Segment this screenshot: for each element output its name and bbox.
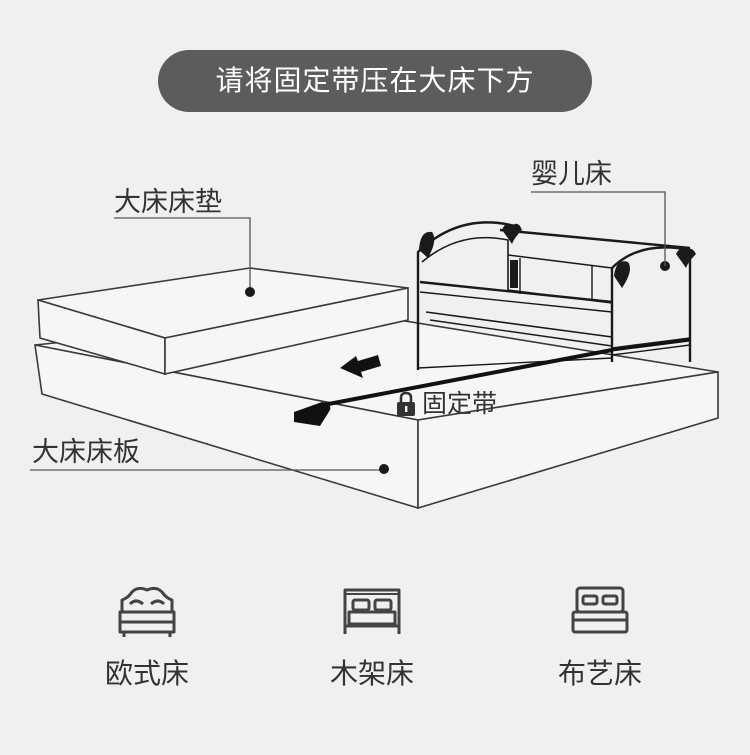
instruction-banner: 请将固定带压在大床下方 [158, 50, 592, 112]
direction-arrow [340, 355, 381, 378]
mattress-pointer-dot [245, 287, 255, 297]
bed-type-european: 欧式床 [77, 582, 217, 690]
european-bed-icon [118, 586, 176, 637]
leader-lines [30, 191, 666, 471]
bed-type-fabric: 布艺床 [530, 582, 670, 690]
bed-installation-diagram [30, 191, 719, 510]
mattress-drawing [37, 267, 409, 376]
bed-type-label: 欧式床 [104, 657, 189, 690]
lock-icon [397, 391, 415, 416]
crib-label: 婴儿床 [531, 159, 612, 190]
bed-type-label: 布艺床 [557, 657, 642, 690]
strap-drawing [294, 338, 691, 426]
strap-label: 固定带 [422, 389, 498, 418]
bed-type-wooden: 木架床 [302, 582, 442, 690]
board-pointer-dot [379, 464, 389, 474]
board-label: 大床床板 [32, 437, 140, 468]
wooden-bed-icon [343, 588, 401, 634]
bed-type-label: 木架床 [329, 657, 414, 690]
crib-finials [419, 223, 696, 288]
fabric-bed-icon [571, 586, 629, 634]
crib-drawing [416, 221, 692, 370]
mattress-label: 大床床垫 [114, 187, 222, 218]
